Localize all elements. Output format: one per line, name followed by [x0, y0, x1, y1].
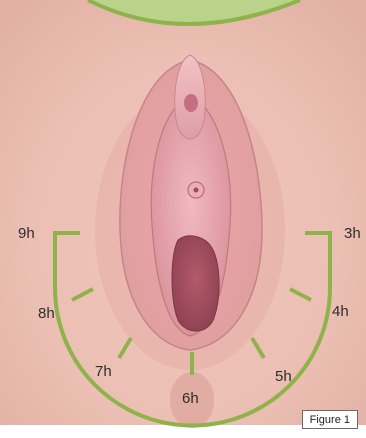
label-8h: 8h	[38, 306, 55, 321]
vaginal-opening	[172, 236, 219, 331]
label-7h: 7h	[95, 364, 112, 379]
figure-caption: Figure 1	[302, 410, 358, 429]
clitoris	[184, 94, 198, 112]
label-6h: 6h	[182, 391, 199, 406]
label-9h: 9h	[18, 226, 35, 241]
label-5h: 5h	[275, 369, 292, 384]
label-3h: 3h	[344, 226, 361, 241]
urethral-opening-center	[194, 188, 199, 193]
label-4h: 4h	[332, 304, 349, 319]
